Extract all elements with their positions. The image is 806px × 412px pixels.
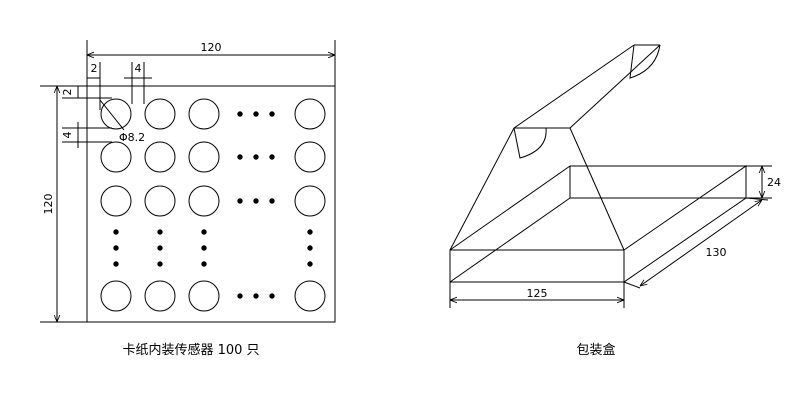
length-dimension-label: 125 (527, 287, 548, 300)
width-dimension-label: 130 (706, 246, 727, 259)
sensor-hole (294, 185, 326, 217)
box-front-face (449, 249, 625, 283)
sensor-hole (188, 141, 220, 173)
card-outline (86, 85, 336, 323)
ellipsis-dot (157, 245, 163, 251)
width-dim-ext-front (623, 281, 641, 289)
lid-far-right-edge (569, 44, 661, 129)
sensor-hole (100, 98, 132, 130)
ellipsis-dot (269, 293, 275, 299)
box-caption: 包装盒 (576, 342, 615, 358)
sensor-hole (188, 185, 220, 217)
ellipsis-dot (307, 229, 313, 235)
hole-grid (100, 98, 326, 312)
sensor-hole (100, 141, 132, 173)
height-dimension-label: 24 (767, 176, 781, 189)
edge-gap-label: 2 (91, 62, 98, 75)
ellipsis-dot (253, 293, 259, 299)
lid-far-left-edge (513, 44, 635, 129)
ellipsis-dot (113, 229, 119, 235)
ellipsis-dot (307, 245, 313, 251)
sensor-hole (294, 141, 326, 173)
ellipsis-dot (237, 111, 243, 117)
ellipsis-dot (237, 198, 243, 204)
ellipsis-dot (113, 261, 119, 267)
sensor-hole (188, 280, 220, 312)
sensor-hole (188, 98, 220, 130)
sensor-hole (144, 185, 176, 217)
sensor-hole (100, 280, 132, 312)
sensor-hole (294, 98, 326, 130)
lid-front-flap (513, 127, 547, 159)
top-dimension-label: 120 (201, 41, 222, 54)
ellipsis-dot (113, 245, 119, 251)
ellipsis-dot (157, 261, 163, 267)
sensor-hole (100, 185, 132, 217)
v-edge-gap-label: 2 (61, 89, 74, 96)
ellipsis-dot (307, 261, 313, 267)
sensor-hole (144, 280, 176, 312)
box-figure: 125 130 24 包装盒 (449, 44, 781, 358)
sensor-hole (144, 141, 176, 173)
lid-back-flap (629, 44, 661, 79)
ellipsis-dot (237, 293, 243, 299)
ellipsis-dot (253, 198, 259, 204)
card-caption: 卡纸内装传感器 100 只 (122, 342, 259, 358)
side-dimension-label: 120 (42, 194, 55, 215)
ellipsis-dot (201, 261, 207, 267)
width-dimension-line (640, 200, 762, 286)
sensor-hole (294, 280, 326, 312)
ellipsis-dot (269, 154, 275, 160)
ellipsis-dot (269, 198, 275, 204)
ellipsis-dot (201, 229, 207, 235)
ellipsis-dot (253, 154, 259, 160)
ellipsis-dots (113, 111, 313, 299)
card-figure: 120 120 2 4 2 4 Φ8.2 卡纸内装传感器 100 只 (40, 40, 336, 358)
ellipsis-dot (201, 245, 207, 251)
ellipsis-dot (253, 111, 259, 117)
lid-right-hinge (569, 127, 625, 251)
lid-left-edge (449, 127, 515, 251)
hole-diameter-label: Φ8.2 (119, 131, 145, 144)
ellipsis-dot (237, 154, 243, 160)
hole-gap-label: 4 (135, 62, 142, 75)
v-hole-gap-label: 4 (61, 132, 74, 139)
ellipsis-dot (157, 229, 163, 235)
sensor-hole (144, 98, 176, 130)
hole-diameter-leader (99, 99, 125, 131)
box-left-top-edge (449, 165, 571, 251)
box-inner-floor-edge (449, 197, 571, 283)
ellipsis-dot (269, 111, 275, 117)
